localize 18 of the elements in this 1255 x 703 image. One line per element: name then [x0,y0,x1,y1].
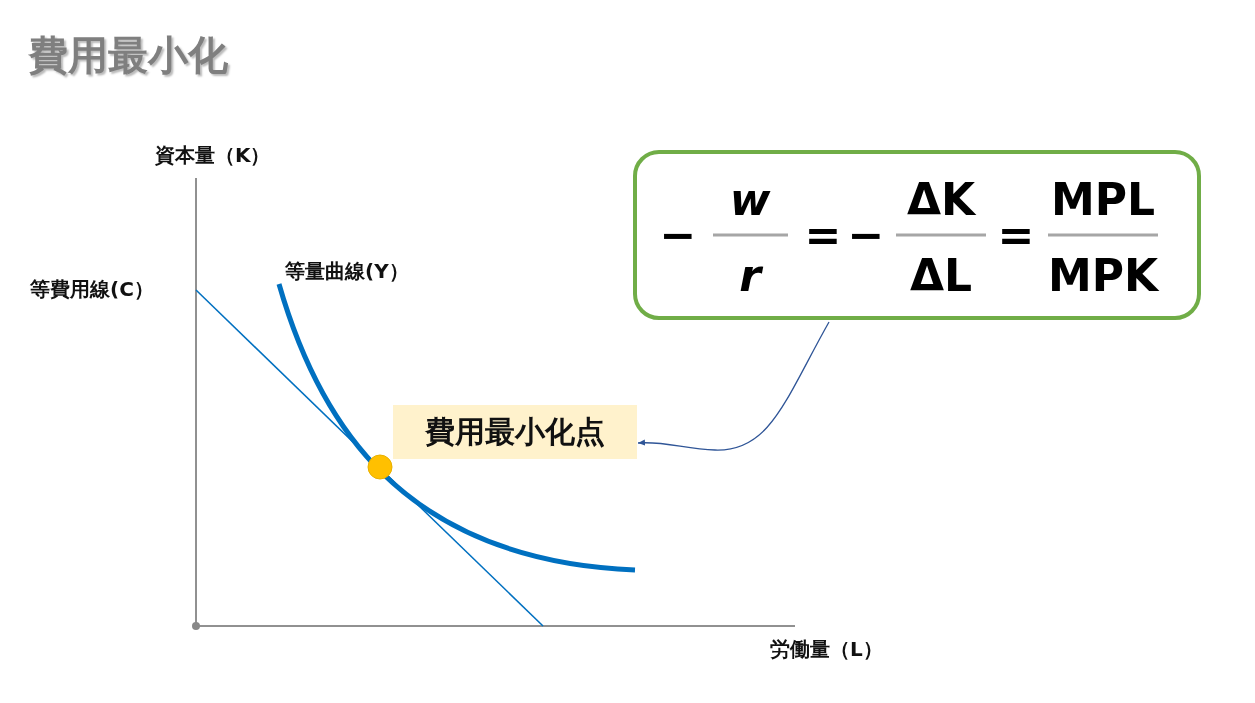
line-label: 等費用線(C） [30,276,154,303]
equals-sign: = [804,213,842,257]
minus-sign: − [847,213,885,257]
point-label: 費用最小化点 [393,405,637,459]
callout-arrow [637,321,830,451]
denominator: MPK [1047,254,1159,298]
curve-label: 等量曲線(Y） [285,258,409,285]
page-title: 費用最小化 [28,31,228,80]
numerator: ΔK [906,178,976,222]
axis-label: 資本量（K） [155,142,271,169]
variable: w [729,178,771,222]
formula-box [633,150,1201,320]
minus-sign: − [659,213,697,257]
variable: r [739,254,761,298]
denominator: ΔL [909,254,973,298]
numerator: MPL [1050,178,1156,222]
axis-label: 労働量（L） [770,636,883,663]
equals-sign: = [997,213,1035,257]
